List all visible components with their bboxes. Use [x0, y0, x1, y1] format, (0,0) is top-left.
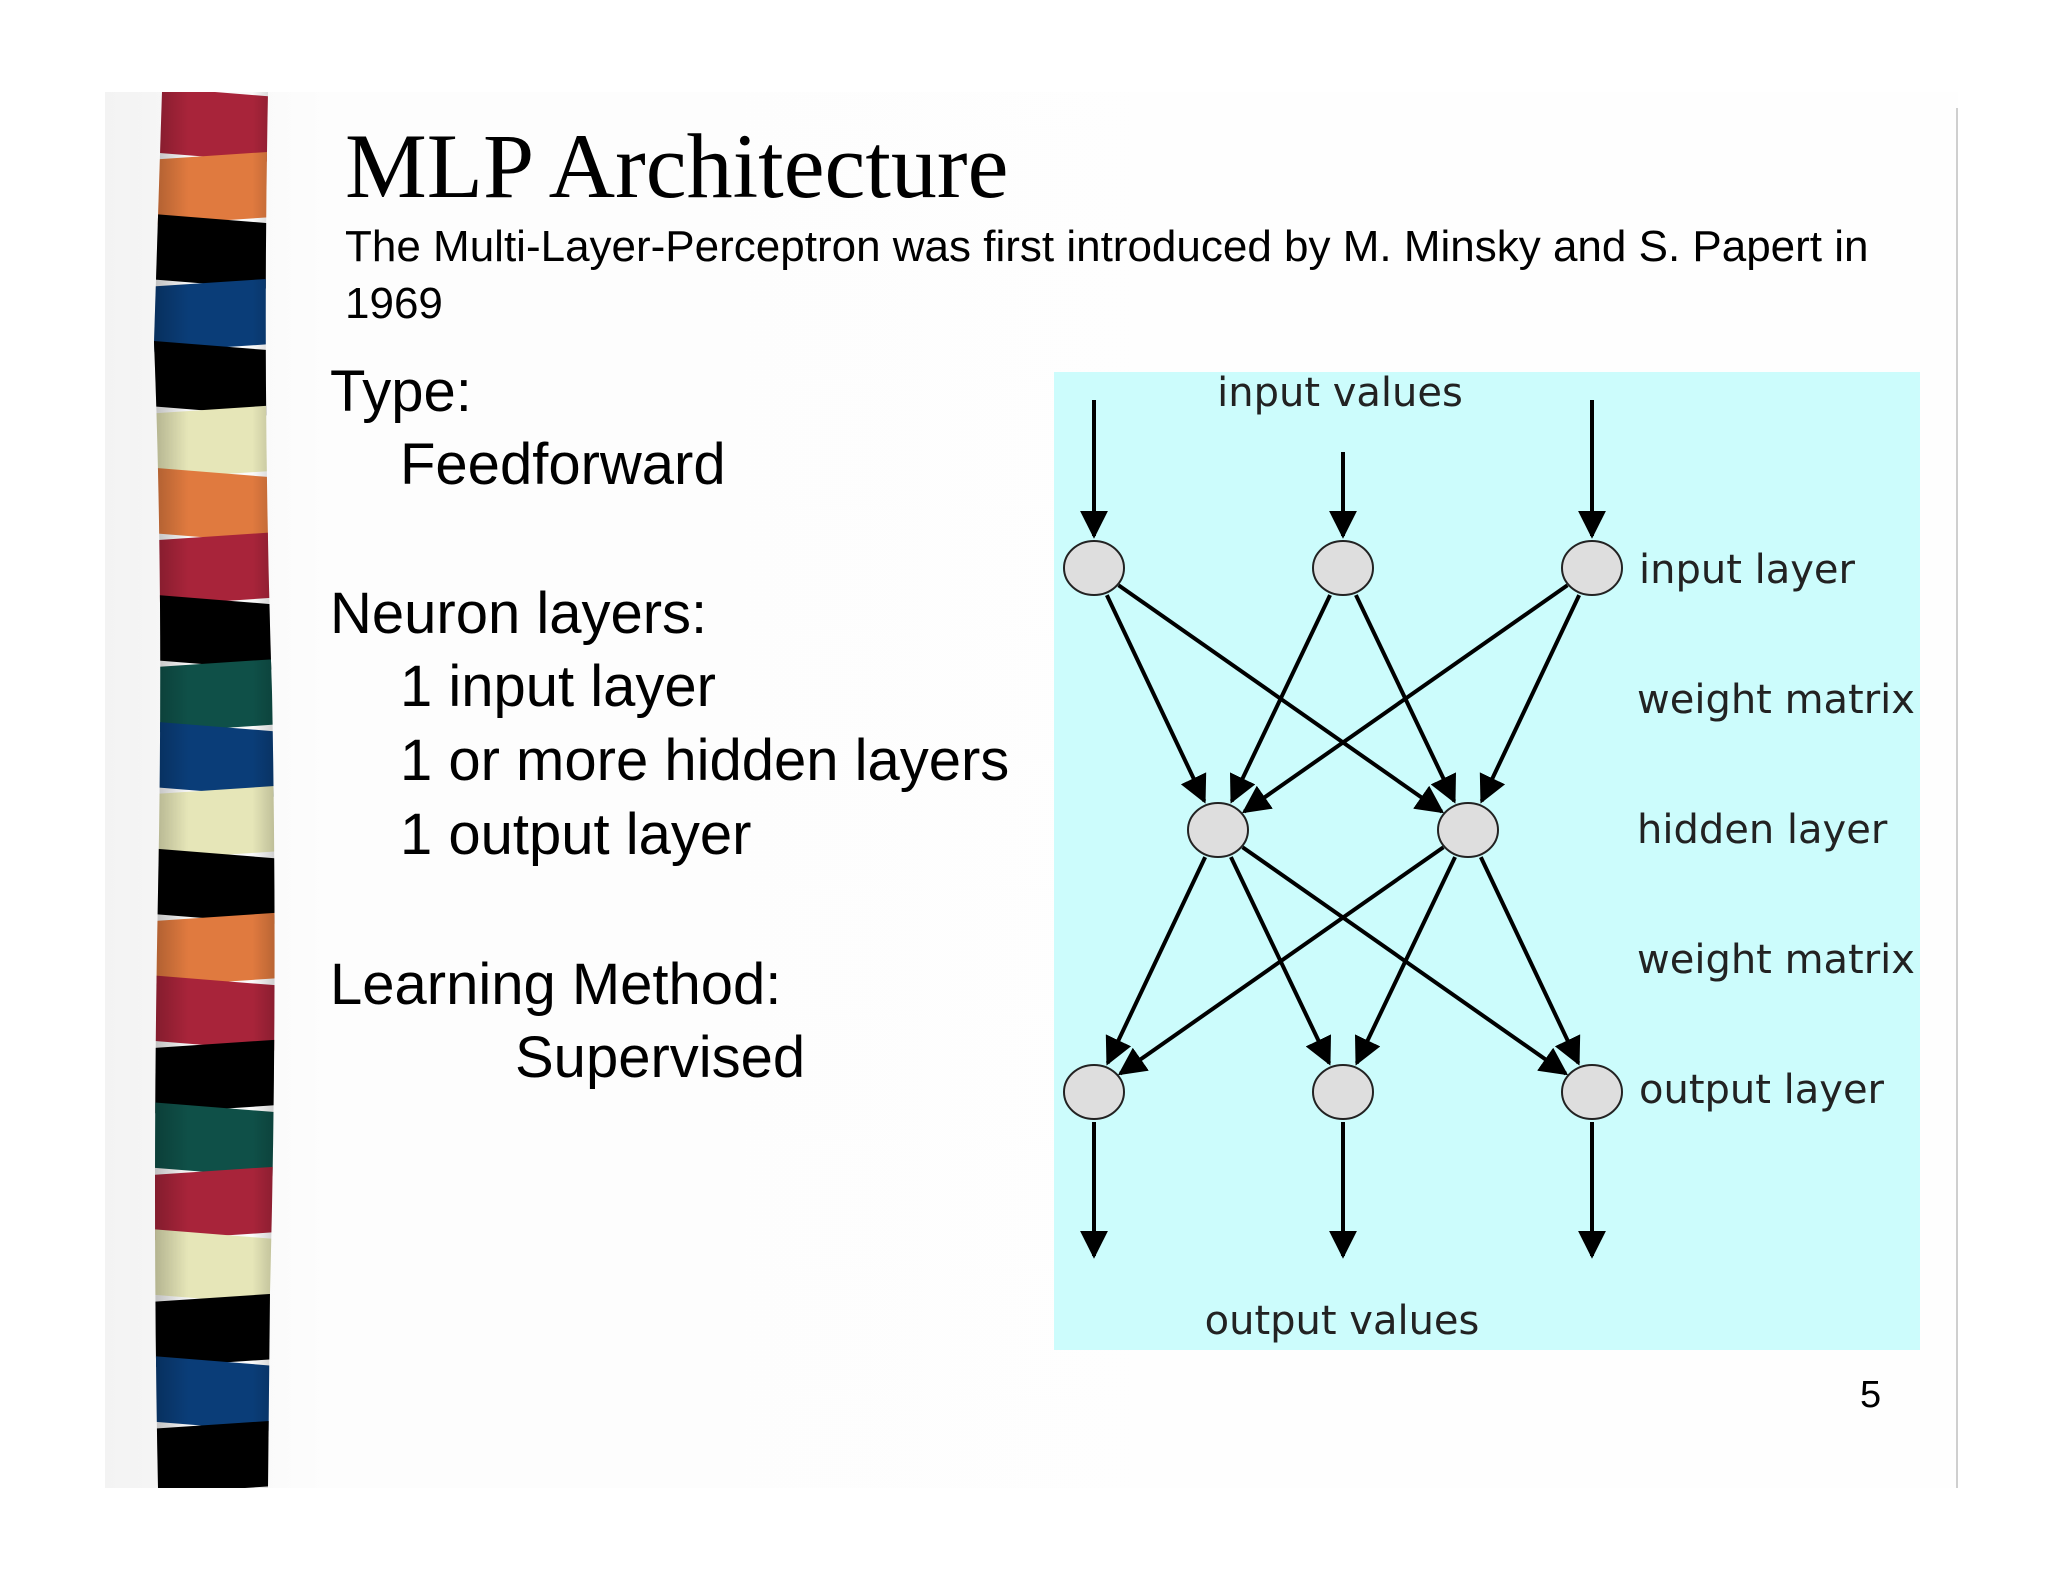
mlp-diagram: input values output values input layer w…: [1054, 372, 1920, 1350]
layer-label-weight-1: weight matrix 1: [1637, 677, 1920, 723]
slide-edge-line: [1956, 108, 1958, 1488]
weight-edge-1: [1479, 594, 1581, 804]
page-title: MLP Architecture: [345, 115, 1009, 217]
layer-label-input: input layer: [1639, 547, 1856, 593]
weight-edge-2: [1105, 856, 1207, 1066]
weight-edge-1: [1229, 594, 1332, 804]
hidden-node: [1187, 802, 1249, 858]
output-node: [1063, 1064, 1125, 1120]
weight-edge-2: [1354, 856, 1457, 1066]
diagram-background: [1054, 372, 1920, 1350]
learning-method-heading: Learning Method:: [330, 952, 782, 1017]
slide-subtitle: The Multi-Layer-Perceptron was first int…: [345, 222, 1869, 328]
layer-label-hidden: hidden layer: [1637, 807, 1888, 853]
output-node: [1561, 1064, 1623, 1120]
decorative-stripe-bar: [154, 92, 275, 1488]
type-value: Feedforward: [400, 432, 726, 497]
output-values-label: output values: [1205, 1298, 1480, 1344]
type-heading: Type:: [330, 359, 472, 424]
input-values-label: input values: [1217, 372, 1463, 416]
neuron-layers-heading: Neuron layers:: [330, 581, 708, 646]
weight-edge-1: [1105, 594, 1207, 804]
layer-label-weight-2: weight matrix 2: [1637, 937, 1920, 983]
neuron-layer-item: 1 output layer: [400, 802, 752, 867]
input-node: [1561, 540, 1623, 596]
output-node: [1312, 1064, 1374, 1120]
weight-edge-2: [1117, 845, 1445, 1076]
input-node: [1063, 540, 1125, 596]
layer-label-output: output layer: [1639, 1067, 1885, 1113]
neuron-layer-item: 1 or more hidden layers: [400, 728, 1010, 793]
weight-edge-1: [1241, 583, 1569, 814]
page-number: 5: [1860, 1374, 1882, 1416]
input-node: [1312, 540, 1374, 596]
learning-method-value: Supervised: [515, 1025, 806, 1090]
weight-edge-2: [1479, 856, 1581, 1066]
hidden-node: [1437, 802, 1499, 858]
neuron-layer-item: 1 input layer: [400, 654, 716, 719]
